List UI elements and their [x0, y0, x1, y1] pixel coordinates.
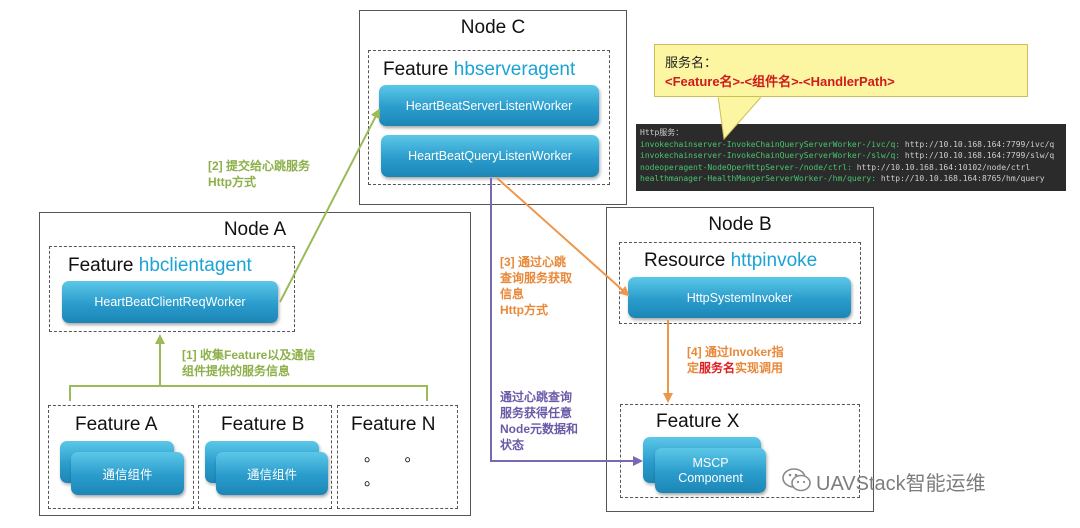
- node-c-feature-title: Feature hbserveragent: [383, 59, 575, 81]
- callout-format: <Feature名>-<组件名>-<HandlerPath>: [665, 74, 895, 89]
- http-service-console: Http服务： invokechainserver-InvokeChainQue…: [636, 124, 1066, 191]
- mscp-line2: Component: [678, 470, 743, 485]
- console-row: invokechainserver-InvokeChainQueryServer…: [640, 151, 1055, 160]
- feature-prefix: Feature: [68, 255, 134, 276]
- service-name-highlight: 服务名: [699, 361, 736, 375]
- label-step3: [3] 通过心跳 查询服务获取 信息 Http方式: [500, 255, 573, 317]
- feature-name-hbclientagent: hbclientagent: [138, 255, 252, 276]
- feature-n-box: Feature N 。 。 。: [337, 405, 458, 509]
- http-system-invoker[interactable]: HttpSystemInvoker: [628, 277, 851, 318]
- label-step4: [4] 通过Invoker指 定服务名实现调用: [687, 345, 784, 375]
- node-a-feature-title: Feature hbclientagent: [68, 255, 252, 277]
- watermark-text: UAVStack智能运维: [816, 473, 986, 495]
- callout-label: 服务名：: [665, 55, 718, 70]
- service-name-callout: 服务名： <Feature名>-<组件名>-<HandlerPath>: [654, 44, 1028, 97]
- heartbeat-client-req-worker[interactable]: HeartBeatClientReqWorker: [62, 281, 278, 323]
- arrow-query-metadata: [490, 178, 643, 466]
- heartbeat-server-listen-worker[interactable]: HeartBeatServerListenWorker: [379, 85, 599, 126]
- label-query-metadata: 通过心跳查询 服务获得任意 Node元数据和 状态: [500, 390, 579, 452]
- resource-prefix: Resource: [644, 250, 726, 271]
- arrow-collect-bracket: [69, 385, 428, 401]
- wechat-icon: [782, 468, 811, 492]
- comm-component-feature-a[interactable]: 通信组件: [71, 452, 184, 495]
- node-a-title: Node A: [223, 219, 287, 240]
- label-step1: [1] 收集Feature以及通信 组件提供的服务信息: [182, 348, 316, 378]
- feature-a-title: Feature A: [75, 414, 158, 435]
- console-row: healthmanager-HealthMangerServerWorker-/…: [640, 174, 1045, 183]
- heartbeat-query-listen-worker[interactable]: HeartBeatQueryListenWorker: [381, 135, 599, 177]
- mscp-component[interactable]: MSCP Component: [655, 448, 766, 493]
- arrow-query-info: [496, 177, 630, 297]
- feature-n-title: Feature N: [351, 414, 436, 435]
- feature-b-title: Feature B: [221, 414, 305, 435]
- label-step2: [2] 提交给心跳服务 Http方式: [208, 159, 311, 189]
- node-c-title: Node C: [460, 17, 526, 38]
- feature-name-hbserveragent: hbserveragent: [453, 59, 576, 80]
- feature-x-title: Feature X: [656, 411, 740, 432]
- node-b-title: Node B: [708, 214, 772, 235]
- comm-component-feature-b[interactable]: 通信组件: [216, 452, 328, 495]
- ellipsis-dots: 。 。 。: [364, 448, 431, 489]
- resource-title: Resource httpinvoke: [644, 250, 817, 272]
- console-row: invokechainserver-InvokeChainQueryServer…: [640, 139, 1055, 149]
- feature-prefix: Feature: [383, 59, 449, 80]
- resource-name-httpinvoke: httpinvoke: [730, 250, 818, 271]
- console-row: nodeoperagent-NodeOperHttpServer-/node/c…: [640, 162, 1031, 172]
- arrow-submit-heartbeat: [279, 108, 380, 303]
- mscp-line1: MSCP: [692, 455, 729, 470]
- console-header: Http服务：: [640, 128, 684, 137]
